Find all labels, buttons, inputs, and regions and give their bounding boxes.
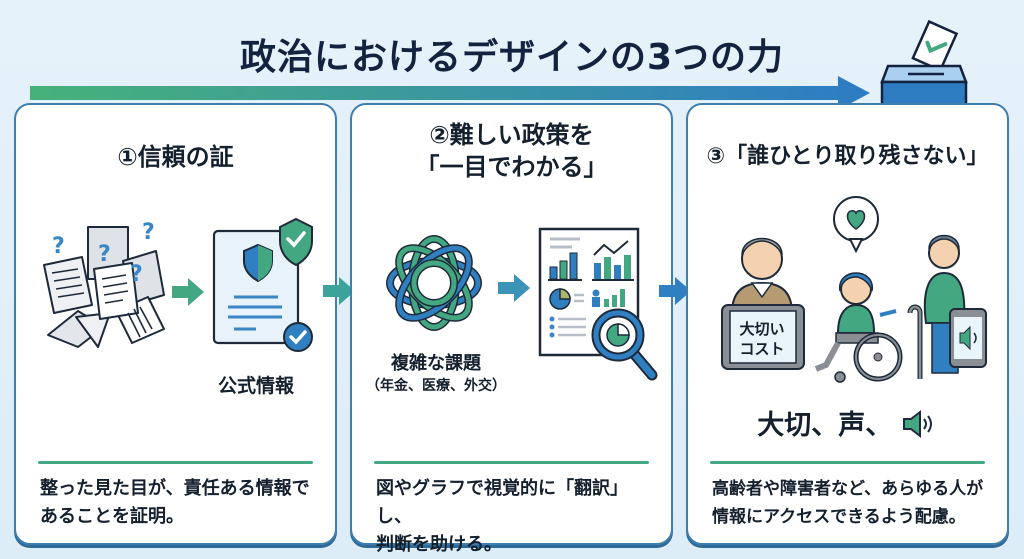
tablet-text-line: 大切い: [739, 320, 785, 338]
official-document-icon: [212, 217, 313, 352]
description-line: 高齢者や障害者など、あらゆる人が: [712, 479, 984, 499]
card-title-line2: 「一目でわかる」: [415, 153, 608, 181]
elderly-cane-icon: [907, 234, 966, 379]
svg-text:?: ?: [98, 242, 111, 267]
speaker-icon: [902, 409, 932, 439]
svg-text:?: ?: [52, 234, 65, 259]
tablet-icon: [721, 304, 805, 370]
flow-arrow-icon: [30, 76, 870, 110]
tablet-text-line: コスト: [739, 340, 785, 358]
svg-text:?: ?: [130, 262, 143, 287]
card-title: ①信頼の証: [117, 143, 234, 171]
description-line: 判断を助ける。: [376, 534, 502, 555]
card-divider: [710, 461, 985, 464]
arrow-right-icon: [659, 277, 691, 305]
wheelchair-user-icon: [814, 272, 903, 383]
complex-issues-label: 複雑な課題: [391, 353, 481, 374]
arrow-right-icon: [323, 277, 355, 305]
description-line: 整った見た目が、責任ある情報で: [40, 478, 310, 499]
question-mark-icon: ?? ??: [52, 220, 155, 287]
data-report-icon: [538, 227, 658, 381]
description-line: 図やグラフで視覚的に「翻訳」し、: [376, 478, 628, 527]
card-description: 高齢者や障害者など、あらゆる人が 情報にアクセスできるよう配慮。: [712, 475, 989, 531]
card-description: 図やグラフで視覚的に「翻訳」し、 判断を助ける。: [376, 475, 653, 559]
official-info-label: 公式情報: [217, 375, 294, 397]
card-trust: ①信頼の証 ?? ??: [14, 103, 337, 545]
card-title: ③「誰ひとり取り残さない」: [706, 144, 989, 169]
card-description: 整った見た目が、責任ある情報で あることを証明。: [40, 475, 317, 531]
card-clarity: ②難しい政策を 「一目でわかる」 複雑な課題 （年金、医療、外交）: [350, 103, 673, 555]
caption: 大切、声、: [688, 403, 1007, 442]
description-line: あることを証明。: [40, 506, 184, 527]
tangled-knot-icon: [386, 235, 482, 331]
shield-check-icon: [279, 217, 313, 267]
phone-speaker-icon: [949, 308, 987, 368]
check-badge-icon: [283, 322, 313, 352]
description-line: 情報にアクセスできるよう配慮。: [712, 507, 966, 527]
people-illustration: [721, 196, 987, 383]
card-divider: [374, 461, 649, 464]
elderly-man-icon: [730, 237, 794, 314]
heart-bubble-icon: [833, 196, 879, 254]
scattered-documents-icon: ?? ??: [43, 220, 165, 348]
card-inclusion: ③「誰ひとり取り残さない」: [686, 103, 1009, 545]
caption-text: 大切、声、: [757, 410, 893, 441]
complex-issues-sublabel: （年金、医療、外交）: [366, 378, 506, 394]
tablet-text: 大切い コスト: [726, 319, 798, 359]
page-title: 政治におけるデザインの3つの力: [239, 37, 785, 78]
magnifier-icon: [591, 308, 658, 381]
svg-text:?: ?: [142, 220, 155, 245]
arrow-right-icon: [172, 278, 204, 306]
card-divider: [38, 461, 313, 464]
card-title-line1: ②難しい政策を: [429, 121, 594, 149]
ballot-box-icon: [880, 19, 968, 118]
arrow-right-icon: [498, 274, 530, 302]
